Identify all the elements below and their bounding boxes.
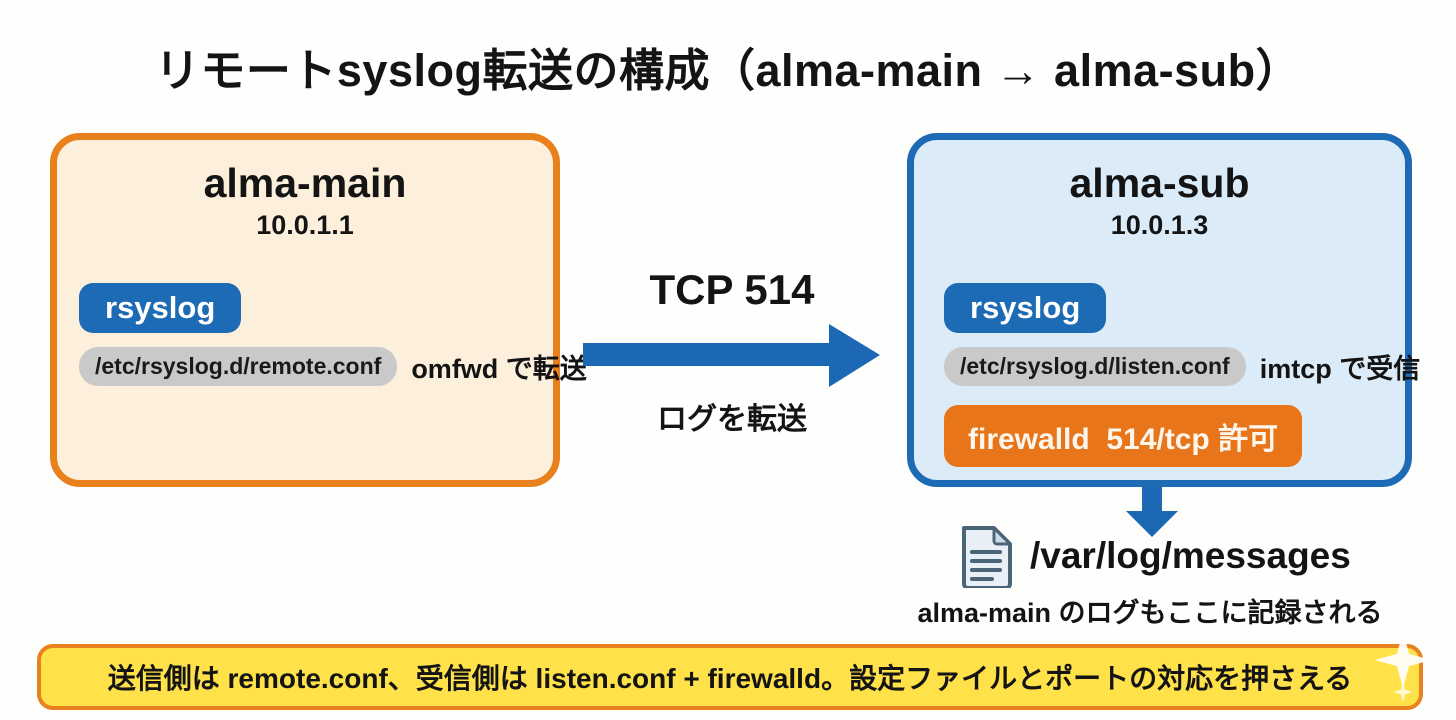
sparkle-icon (1375, 632, 1431, 688)
config-row: /etc/rsyslog.d/remote.conf omfwd で転送 (79, 347, 587, 386)
config-file-pill: /etc/rsyslog.d/listen.conf (944, 347, 1246, 386)
footer-banner: 送信側は remote.conf、受信側は listen.conf + fire… (37, 632, 1431, 710)
right-arrow-icon (583, 324, 880, 387)
down-arrow-icon (1126, 487, 1178, 537)
rsyslog-badge: rsyslog (79, 283, 242, 333)
firewalld-badge: firewalld 514/tcp 許可 (944, 405, 1303, 467)
node-sub-ip: 10.0.1.3 (1110, 210, 1209, 241)
footer-note: 送信側は remote.conf、受信側は listen.conf + fire… (107, 663, 1353, 694)
config-row: /etc/rsyslog.d/listen.conf imtcp で受信 (944, 347, 1420, 386)
log-caption: alma-main のログもここに記録される (917, 598, 1383, 628)
config-note: omfwd で転送 (411, 354, 587, 384)
sparkle-icon (1393, 682, 1413, 702)
node-alma-sub: alma-sub 10.0.1.3 rsyslog /etc/rsyslog.d… (907, 133, 1420, 487)
flow-label: ログを転送 (657, 403, 807, 436)
flow-protocol-label: TCP 514 (649, 266, 815, 313)
rsyslog-badge: rsyslog (944, 283, 1107, 333)
node-alma-main: alma-main 10.0.1.1 rsyslog /etc/rsyslog.… (50, 133, 587, 487)
node-sub-name: alma-sub (1069, 160, 1250, 206)
log-output-row: /var/log/messages (958, 524, 1351, 588)
config-file-pill: /etc/rsyslog.d/remote.conf (79, 347, 398, 386)
node-main-name: alma-main (203, 160, 407, 206)
node-main-ip: 10.0.1.1 (256, 210, 354, 241)
config-note: imtcp で受信 (1259, 354, 1421, 384)
document-icon (962, 526, 1012, 588)
page-title: リモートsyslog転送の構成（alma-main → alma-sub） (154, 45, 1302, 96)
log-path: /var/log/messages (1030, 535, 1351, 576)
